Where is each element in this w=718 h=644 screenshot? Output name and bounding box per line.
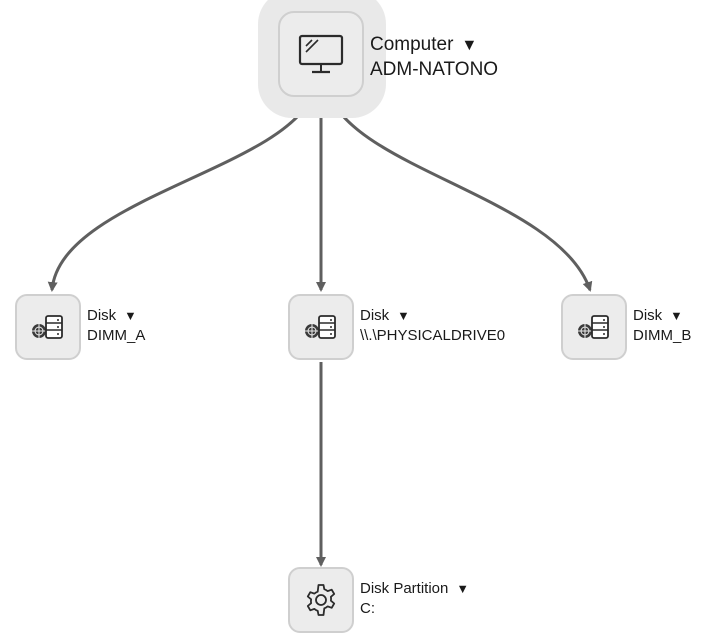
node-type: Disk [87,307,117,324]
node-name: C: [360,599,375,617]
dropdown-caret-icon[interactable]: ▼ [670,308,683,323]
disk-node-box[interactable] [561,294,627,360]
disk-node-box[interactable] [288,294,354,360]
disk-node-label: Disk ▼ DIMM_B [633,306,691,345]
partition-node-label: Disk Partition ▼ C: [360,579,469,618]
dropdown-caret-icon[interactable]: ▼ [461,36,478,54]
dropdown-caret-icon[interactable]: ▼ [124,308,137,323]
edge-computer-to-disk-a [47,95,314,292]
node-name: DIMM_A [87,326,146,344]
disk-icon [578,315,609,339]
node-type: Disk [360,307,390,324]
node-type-dropdown[interactable]: Disk ▼ [360,306,505,326]
node-type: Disk [633,307,663,324]
node-type-dropdown[interactable]: Computer ▼ [370,33,498,58]
disk-icon [32,315,63,339]
disk-node-box[interactable] [15,294,81,360]
dropdown-caret-icon[interactable]: ▼ [456,581,469,596]
node-type-dropdown[interactable]: Disk ▼ [633,306,691,326]
node-name: DIMM_B [633,326,692,344]
disk-node-label: Disk ▼ \\.\PHYSICALDRIVE0 [360,306,505,345]
node-type-dropdown[interactable]: Disk ▼ [87,306,145,326]
partition-node-box[interactable] [288,567,354,633]
node-name: ADM-NATONO [370,58,499,80]
edge-computer-to-disk-b [328,95,593,292]
computer-node-label: Computer ▼ ADM-NATONO [370,33,498,82]
computer-node-box[interactable] [278,11,364,97]
dropdown-caret-icon[interactable]: ▼ [397,308,410,323]
gear-icon [306,584,336,616]
disk-icon [305,315,336,339]
node-type: Computer [370,34,454,55]
node-name: \\.\PHYSICALDRIVE0 [360,326,506,344]
disk-node-label: Disk ▼ DIMM_A [87,306,145,345]
node-type-dropdown[interactable]: Disk Partition ▼ [360,579,469,599]
node-type: Disk Partition [360,580,449,597]
monitor-icon [298,34,344,74]
